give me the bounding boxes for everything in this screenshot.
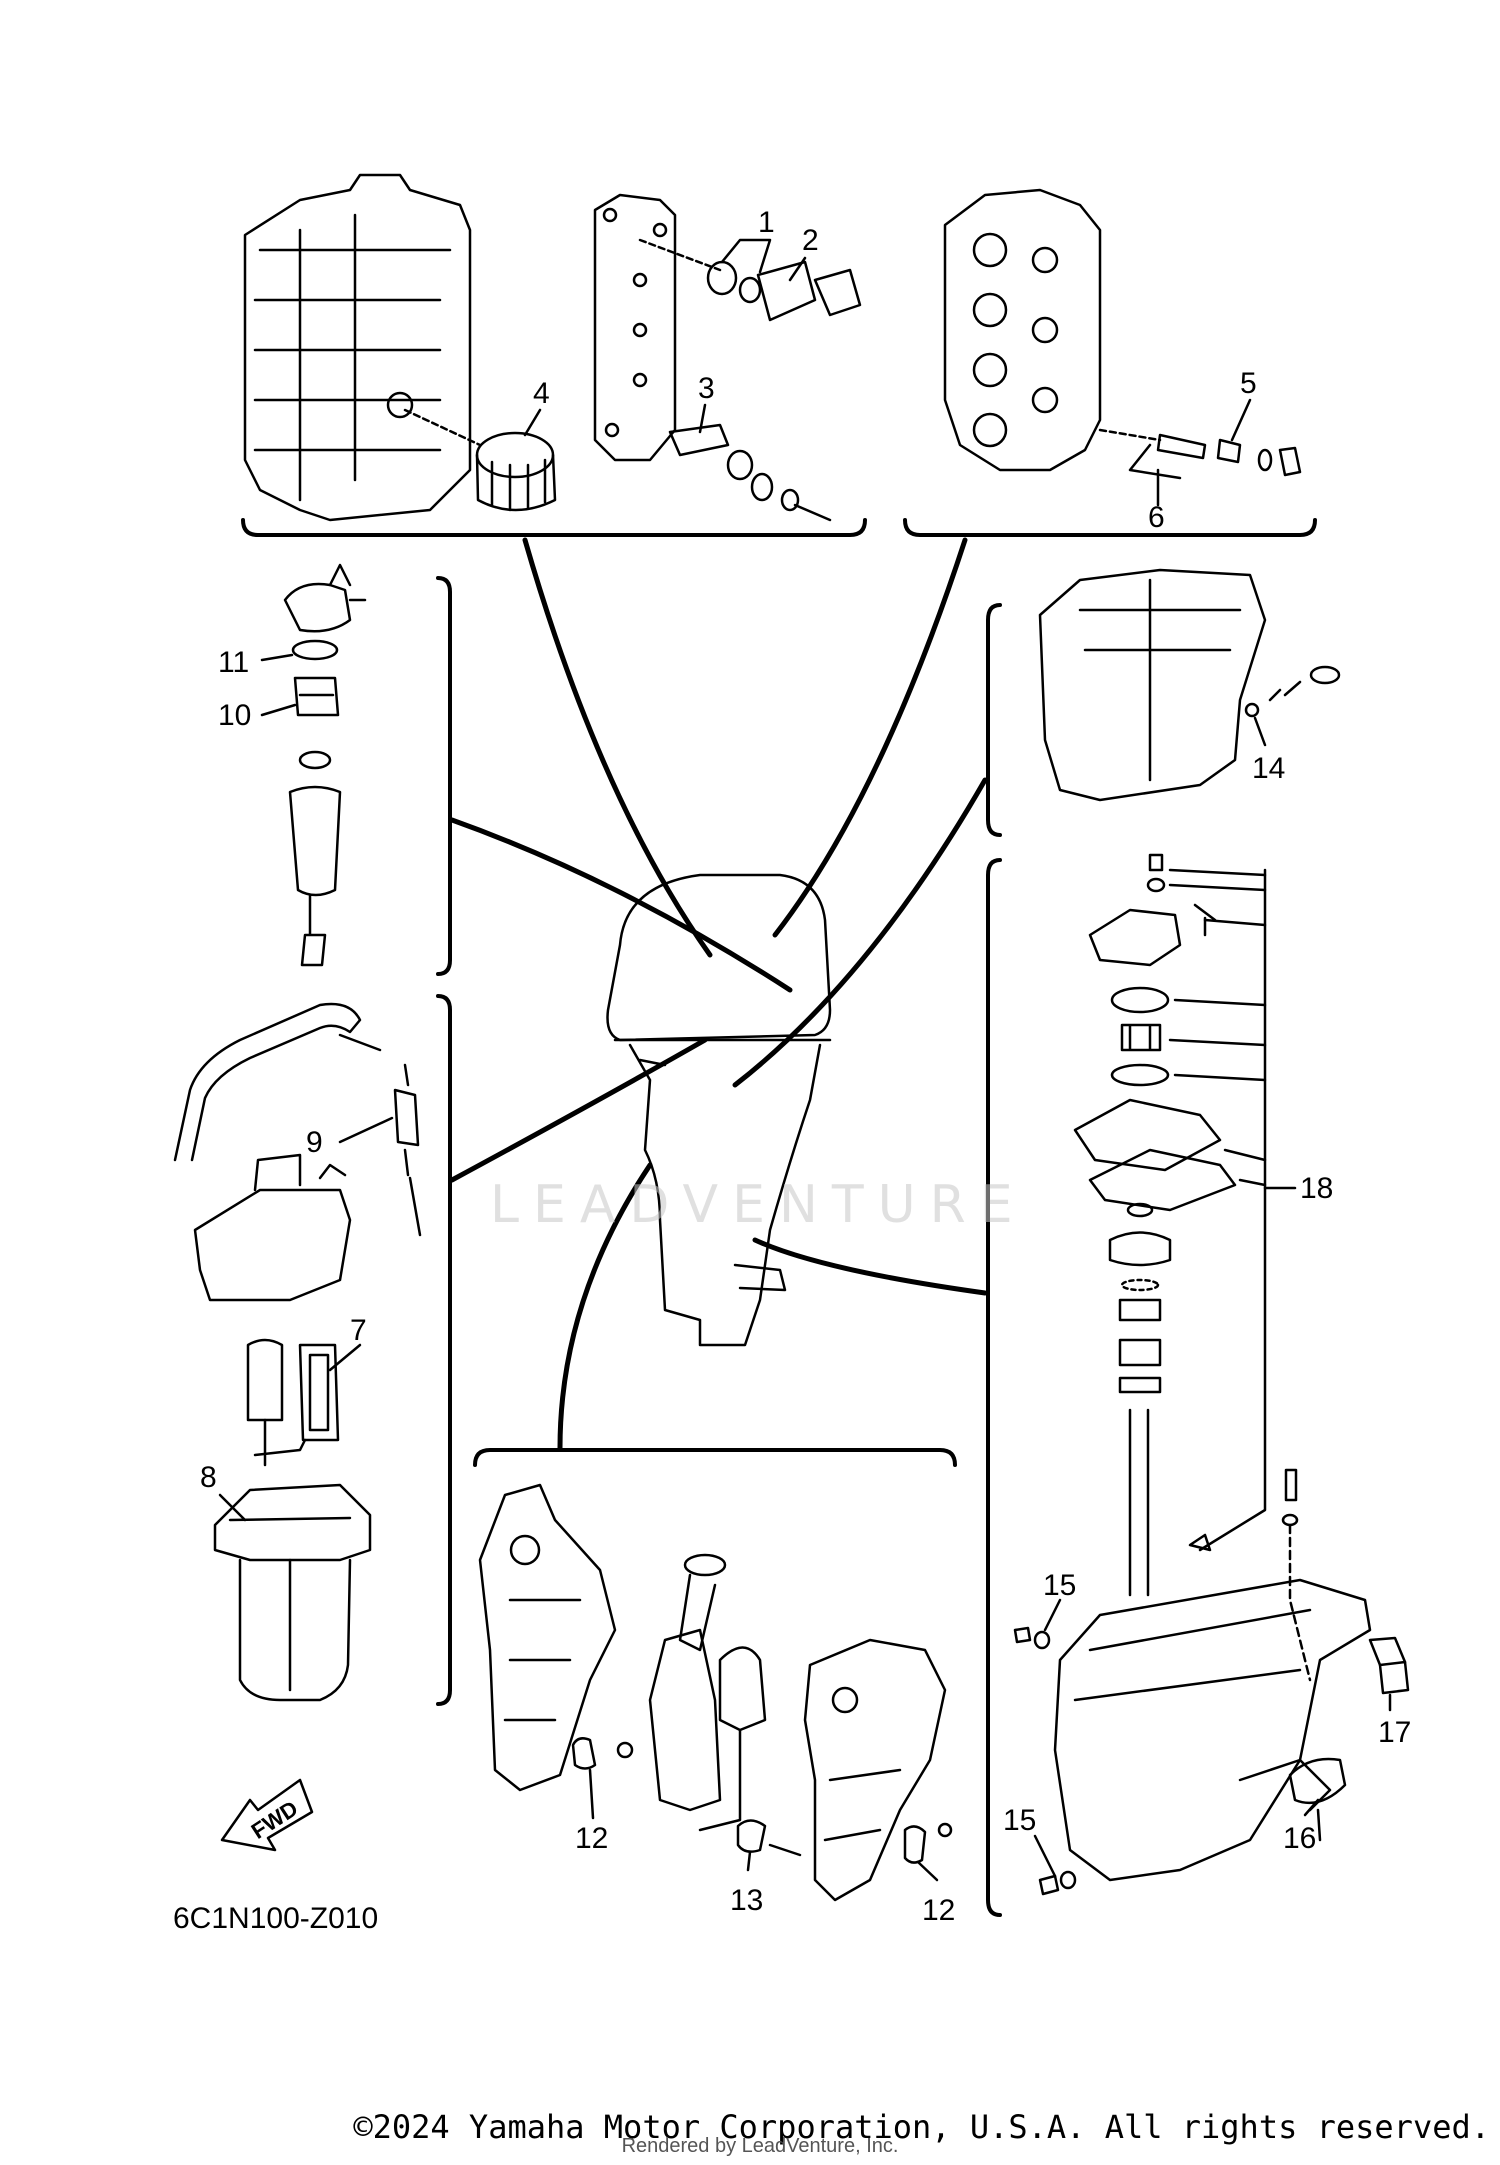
trim-tab-anode: [1288, 1757, 1347, 1842]
fwd-label: FWD: [247, 1796, 303, 1844]
copyright-notice: ©2024 Yamaha Motor Corporation, U.S.A. A…: [353, 2108, 1490, 2146]
leader-4: [523, 408, 542, 437]
callout-6: 6: [1148, 501, 1165, 534]
bracket-right-lower: [986, 858, 1002, 1917]
cylinder-head: [943, 188, 1102, 472]
arc-right-upper: [732, 777, 988, 1088]
exhaust-cover: [593, 193, 722, 462]
fuel-filter-assembly: [283, 563, 367, 967]
fuel-inline-filter: [393, 1063, 422, 1237]
thermostat-parts: [706, 260, 862, 322]
callout-labels: 1 2 3 4 5 6 7 8 9 10 11 12 13 12 14 15 1…: [200, 206, 1411, 1927]
oil-filter: [475, 431, 557, 512]
callout-7: 7: [350, 1314, 367, 1347]
callout-10: 10: [218, 699, 251, 732]
callout-12b: 12: [922, 1894, 955, 1927]
cylinder-block-left: [243, 173, 482, 522]
watermark-text: LEADVENTURE: [490, 1175, 1027, 1235]
callout-8: 8: [200, 1461, 217, 1494]
clamp-bracket-right: [803, 1638, 947, 1902]
water-pump-kit: [1073, 853, 1267, 1597]
temperature-sensor: [1098, 428, 1302, 480]
callout-14: 14: [1252, 752, 1285, 785]
callout-17: 17: [1378, 1716, 1411, 1749]
callout-2: 2: [802, 224, 819, 257]
clamp-bracket-left: [478, 1483, 617, 1792]
leader-16: [1303, 1798, 1320, 1817]
clamp-plates: [571, 1737, 953, 1864]
arc-left-upper: [449, 817, 793, 993]
rendered-by-notice: Rendered by LeadVenture, Inc.: [621, 2135, 899, 2157]
bracket-bottom-center: [473, 1448, 957, 1467]
leader-14: [1253, 716, 1267, 747]
bracket-left-lower: [436, 994, 452, 1706]
outboard-motor: [606, 873, 832, 1347]
arc-bottom: [557, 1162, 653, 1451]
drain-screws: [1013, 1626, 1077, 1896]
callout-9: 9: [306, 1126, 323, 1159]
callout-15b: 15: [1003, 1804, 1036, 1837]
leader-3: [698, 403, 707, 434]
upper-casing: [1038, 568, 1341, 802]
figure-code: 6C1N100-Z010: [173, 1902, 378, 1935]
leader-7: [328, 1343, 362, 1372]
callout-12a: 12: [575, 1822, 608, 1855]
leader-10: [260, 703, 297, 717]
callout-16: 16: [1283, 1822, 1316, 1855]
callout-5: 5: [1240, 367, 1257, 400]
leader-15a: [1043, 1598, 1062, 1632]
trim-unit: [648, 1553, 767, 1832]
callout-11: 11: [218, 646, 249, 679]
arc-right-lower: [752, 1237, 988, 1296]
leader-5: [1230, 398, 1252, 442]
fwd-arrow: [220, 1778, 314, 1852]
arc-top-right: [772, 537, 968, 938]
leader-8: [218, 1493, 247, 1522]
anode-part-3: [668, 423, 832, 522]
bracket-top-right: [903, 518, 1317, 537]
bracket-left-upper: [436, 576, 452, 976]
leader-13: [746, 1850, 752, 1872]
callout-18: 18: [1300, 1172, 1333, 1205]
leader-12b: [916, 1860, 939, 1882]
leader-11: [260, 653, 294, 662]
lower-unit: [1053, 1468, 1372, 1882]
callout-1: 1: [758, 206, 775, 239]
arc-top-left: [522, 537, 713, 958]
bracket-right-upper: [986, 603, 1002, 837]
callout-15a: 15: [1043, 1569, 1076, 1602]
anode-block: [1368, 1636, 1410, 1695]
bracket-top-left: [241, 518, 867, 537]
callout-3: 3: [698, 372, 715, 405]
leader-12a: [588, 1768, 595, 1820]
leader-15b: [1033, 1834, 1057, 1878]
arc-left-lower: [449, 1037, 708, 1183]
leader-9: [338, 1116, 394, 1144]
fuel-hose: [173, 1002, 382, 1162]
callout-13: 13: [730, 1884, 763, 1917]
vapor-separator: [193, 1153, 352, 1302]
leader-1: [720, 238, 772, 274]
leader-2: [788, 256, 807, 282]
callout-4: 4: [533, 377, 550, 410]
float-chamber: [213, 1483, 372, 1702]
fuel-pump: [246, 1338, 340, 1467]
